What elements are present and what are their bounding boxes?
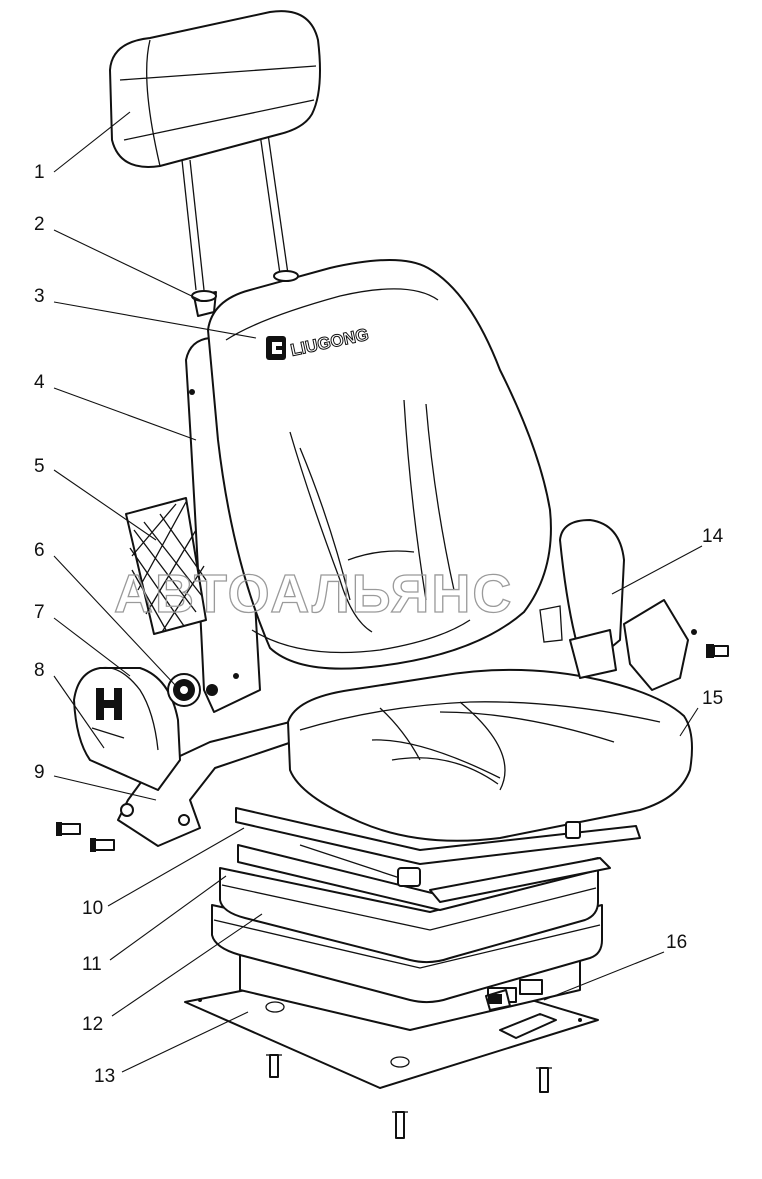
callout-5: 5 <box>34 456 157 541</box>
callout-label: 8 <box>34 660 45 681</box>
callout-7: 7 <box>34 602 131 677</box>
adjustment-lever <box>485 989 511 1011</box>
callout-label: 4 <box>34 372 45 393</box>
bolt <box>56 822 81 836</box>
net-pocket <box>125 497 207 635</box>
recline-knob <box>167 673 201 707</box>
mounting-bolt <box>266 1054 282 1078</box>
callout-label: 5 <box>34 456 45 477</box>
callout-12: 12 <box>82 913 263 1035</box>
callout-label: 12 <box>82 1014 103 1035</box>
watermark: АВТОАЛЬЯНС <box>114 564 513 624</box>
callout-label: 16 <box>666 932 687 953</box>
callout-4: 4 <box>34 372 197 441</box>
left-armrest <box>73 666 181 791</box>
slide-rails <box>235 807 641 903</box>
callout-3: 3 <box>34 286 257 339</box>
callout-label: 3 <box>34 286 45 307</box>
bolt <box>90 838 115 852</box>
callout-14: 14 <box>611 526 724 595</box>
callout-10: 10 <box>82 827 245 919</box>
headrest <box>109 10 321 291</box>
backrest-cushion: LIUGONG <box>207 259 552 670</box>
callout-8: 8 <box>34 660 105 749</box>
callout-label: 10 <box>82 898 103 919</box>
callout-6: 6 <box>34 540 177 687</box>
callout-13: 13 <box>94 1011 249 1087</box>
callout-label: 7 <box>34 602 45 623</box>
mounting-bolt <box>536 1067 552 1093</box>
mounting-bolt <box>392 1111 408 1139</box>
callout-label: 1 <box>34 162 45 183</box>
bolt <box>706 644 729 658</box>
callout-16: 16 <box>543 932 687 1001</box>
callout-label: 15 <box>702 688 723 709</box>
callout-15: 15 <box>679 688 723 737</box>
armrest-bracket <box>56 721 293 852</box>
callout-2: 2 <box>34 214 201 301</box>
callout-label: 11 <box>82 954 102 975</box>
callout-label: 14 <box>702 526 724 547</box>
callout-label: 13 <box>94 1066 115 1087</box>
callout-11: 11 <box>82 875 227 975</box>
callout-label: 2 <box>34 214 45 235</box>
seat-cushion <box>287 668 693 842</box>
callout-label: 9 <box>34 762 45 783</box>
callout-9: 9 <box>34 762 157 801</box>
callout-1: 1 <box>34 111 131 183</box>
right-armrest-assembly <box>539 519 729 691</box>
suspension-base <box>211 844 603 1031</box>
callout-label: 6 <box>34 540 45 561</box>
